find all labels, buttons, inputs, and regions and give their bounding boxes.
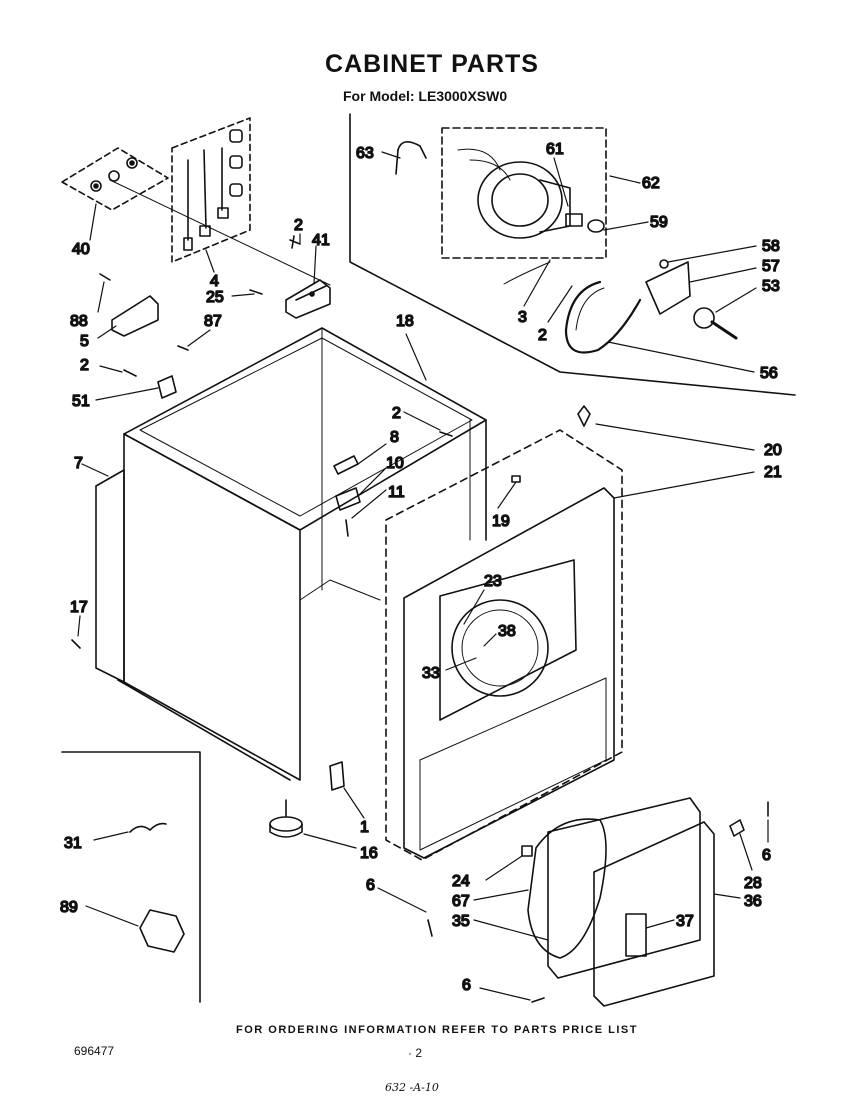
callout-88: 88 xyxy=(70,313,88,330)
callout-21: 21 xyxy=(764,464,782,481)
document-number: 696477 xyxy=(74,1044,115,1058)
callout-28: 28 xyxy=(744,875,762,892)
callout-19: 19 xyxy=(492,513,510,530)
callout-62: 62 xyxy=(642,175,660,192)
callout-2: 2 xyxy=(294,217,303,234)
callout-2: 2 xyxy=(80,357,89,374)
page-number: · 2 xyxy=(408,1046,423,1060)
callout-6: 6 xyxy=(366,877,375,894)
callout-53: 53 xyxy=(762,278,780,295)
callout-16: 16 xyxy=(360,845,378,862)
callout-5: 5 xyxy=(80,333,89,350)
callout-33: 33 xyxy=(422,665,440,682)
callout-4: 4 xyxy=(210,273,219,290)
callout-35: 35 xyxy=(452,913,470,930)
door-inner-frame xyxy=(547,797,701,979)
callout-61: 61 xyxy=(546,141,564,158)
cabinet-top-frame xyxy=(123,327,487,531)
callout-7: 7 xyxy=(74,455,83,472)
callout-57: 57 xyxy=(762,258,780,275)
callout-38: 38 xyxy=(498,623,516,640)
callout-56: 56 xyxy=(760,365,778,382)
model-subtitle: For Model: LE3000XSW0 xyxy=(343,88,508,104)
callout-63: 63 xyxy=(356,145,374,162)
harness-dashed-box xyxy=(171,117,251,263)
callout-87: 87 xyxy=(204,313,222,330)
door-seal xyxy=(527,818,607,959)
callout-31: 31 xyxy=(64,835,82,852)
callout-6: 6 xyxy=(762,847,771,864)
callout-11: 11 xyxy=(388,484,405,501)
cabinet-front-panel xyxy=(403,487,615,859)
motor-section-border xyxy=(349,113,796,396)
callout-25: 25 xyxy=(206,289,224,306)
callout-58: 58 xyxy=(762,238,780,255)
callout-2: 2 xyxy=(392,405,401,422)
terminal-block xyxy=(285,279,331,319)
cabinet-side-panel xyxy=(123,433,301,781)
plug-block xyxy=(139,909,185,953)
motor-dashed-box xyxy=(441,127,607,259)
hardware-kit-dashed-box xyxy=(61,147,169,211)
callout-59: 59 xyxy=(650,214,668,231)
callout-23: 23 xyxy=(484,573,502,590)
callout-89: 89 xyxy=(60,899,78,916)
drive-belt xyxy=(564,280,642,354)
callout-24: 24 xyxy=(452,873,470,890)
ordering-note: FOR ORDERING INFORMATION REFER TO PARTS … xyxy=(236,1024,638,1036)
callout-6: 6 xyxy=(462,977,471,994)
rear-bracket xyxy=(111,295,159,337)
callout-18: 18 xyxy=(396,313,414,330)
page-title: CABINET PARTS xyxy=(325,50,539,78)
callout-17: 17 xyxy=(70,599,88,616)
handwritten-code: 632 -A-10 xyxy=(385,1081,439,1094)
callout-20: 20 xyxy=(764,442,782,459)
callout-37: 37 xyxy=(676,913,694,930)
front-panel-dashed-outline xyxy=(385,429,623,861)
callout-67: 67 xyxy=(452,893,470,910)
callout-41: 41 xyxy=(312,232,330,249)
callout-10: 10 xyxy=(386,455,404,472)
callout-8: 8 xyxy=(390,429,399,446)
callout-36: 36 xyxy=(744,893,762,910)
callout-2: 2 xyxy=(538,327,547,344)
callout-40: 40 xyxy=(72,241,90,258)
callout-1: 1 xyxy=(360,819,369,836)
door-outer-panel xyxy=(593,821,715,1007)
accessory-section-border xyxy=(61,751,201,1003)
callout-51: 51 xyxy=(72,393,90,410)
callout-3: 3 xyxy=(518,309,527,326)
